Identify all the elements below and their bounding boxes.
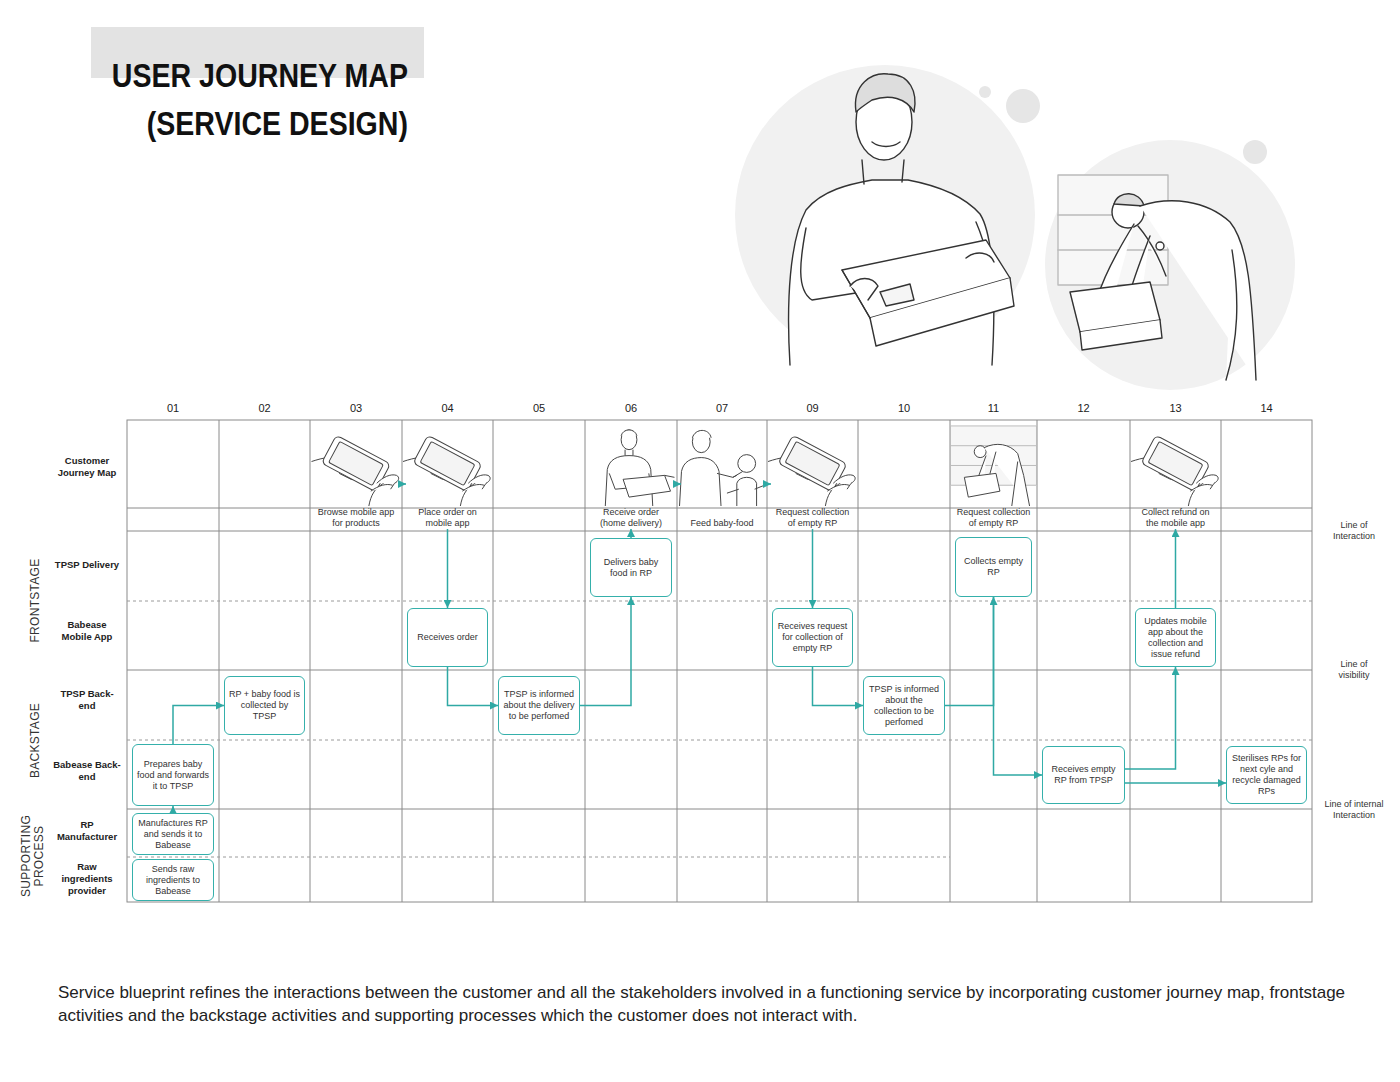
process-box: Receives empty RP from TPSP [1042, 746, 1125, 804]
column-number: 03 [336, 402, 376, 414]
flow-arrow [1125, 782, 1226, 784]
stage-label: SUPPORTING PROCESS [20, 810, 46, 902]
node-text: Collect refund on the mobile app [1135, 507, 1216, 528]
flow-arrow [1125, 667, 1176, 769]
flow-arrow [448, 667, 499, 706]
flow-arrow [994, 597, 1043, 775]
stage-label: FRONTSTAGE [29, 540, 42, 660]
column-number: 13 [1156, 402, 1196, 414]
flow-arrow [172, 806, 174, 813]
lane-label: Babease Back-end [52, 759, 122, 783]
node-text: Receive order (home delivery) [590, 507, 672, 528]
node-text: TPSP is informed about the collection to… [867, 684, 941, 728]
node-text: Receives empty RP from TPSP [1046, 764, 1121, 786]
journey-step: Receive order (home delivery) [589, 422, 673, 529]
node-text: Browse mobile app for products [315, 507, 397, 528]
line-label: Line of internal Interaction [1324, 799, 1384, 821]
journey-step: Collect refund on the mobile app [1134, 422, 1217, 529]
process-box: Delivers baby food in RP [590, 538, 672, 597]
process-box: TPSP is informed about the delivery to b… [498, 676, 580, 735]
node-text: Updates mobile app about the collection … [1139, 616, 1212, 660]
lane-label: Babease Mobile App [52, 619, 122, 643]
node-text: Manufactures RP and sends it to Babease [136, 818, 210, 851]
flow-arrow [1175, 529, 1177, 608]
stage-label: BACKSTAGE [29, 685, 42, 795]
journey-step: Browse mobile app for products [314, 422, 398, 529]
flow-arrow [447, 529, 449, 608]
column-number: 12 [1064, 402, 1104, 414]
hero-illustration [735, 65, 1295, 390]
lane-label: TPSP Back-end [52, 688, 122, 712]
process-box: Receives request for collection of empty… [772, 608, 853, 667]
flow-arrow [813, 667, 864, 706]
lane-label: RP Manufacturer [52, 819, 122, 843]
flow-arrow [763, 483, 771, 485]
node-text: RP + baby food is collected by TPSP [228, 689, 301, 722]
column-number: 01 [153, 402, 193, 414]
step-pictures [312, 426, 1219, 506]
flow-arrow [398, 483, 406, 485]
title-text: USER JOURNEY MAP (SERVICE DESIGN) [112, 57, 408, 142]
line-label: Line of visibility [1324, 659, 1384, 681]
page-caption: Service blueprint refines the interactio… [58, 981, 1358, 1027]
process-box: TPSP is informed about the collection to… [863, 676, 945, 735]
node-text: Prepares baby food and forwards it to TP… [136, 759, 210, 792]
node-text: Sends raw ingredients to Babease [136, 864, 210, 897]
journey-step: Request collection of empty RP [771, 422, 854, 529]
node-text: Feed baby-food [682, 518, 762, 529]
column-number: 04 [428, 402, 468, 414]
flow-arrow [173, 706, 224, 745]
node-text: Request collection of empty RP [772, 507, 853, 528]
node-text: Request collection of empty RP [955, 507, 1032, 528]
process-box: Collects empty RP [955, 537, 1032, 597]
column-number: 02 [245, 402, 285, 414]
flow-arrow [630, 529, 632, 538]
lane-label: Customer Journey Map [52, 455, 122, 479]
page-title: USER JOURNEY MAP (SERVICE DESIGN) [100, 52, 408, 148]
process-box: Receives order [407, 608, 488, 667]
node-text: Receives order [417, 632, 478, 643]
node-text: Sterilises RPs for next cyle and recycle… [1230, 753, 1303, 797]
lane-label: Raw ingredients provider [52, 861, 122, 897]
column-number: 14 [1247, 402, 1287, 414]
node-text: Place order on mobile app [407, 507, 488, 528]
column-number: 09 [793, 402, 833, 414]
node-text: Delivers baby food in RP [594, 557, 668, 579]
process-box: Prepares baby food and forwards it to TP… [132, 744, 214, 806]
flow-arrow [580, 597, 631, 706]
node-text: Receives request for collection of empty… [776, 621, 849, 654]
caption-text: Service blueprint refines the interactio… [58, 983, 1345, 1025]
blueprint-grid [127, 420, 1312, 902]
column-number: 11 [974, 402, 1014, 414]
flow-arrow [945, 597, 994, 706]
flow-arrow [673, 483, 681, 485]
journey-step: Request collection of empty RP [954, 422, 1033, 529]
column-number: 07 [702, 402, 742, 414]
flow-arrow [812, 529, 814, 608]
journey-step: Place order on mobile app [406, 422, 489, 529]
column-number: 05 [519, 402, 559, 414]
process-box: Manufactures RP and sends it to Babease [132, 813, 214, 855]
node-text: TPSP is informed about the delivery to b… [502, 689, 576, 722]
process-box: Sends raw ingredients to Babease [132, 859, 214, 901]
process-box: Updates mobile app about the collection … [1135, 608, 1216, 667]
line-label: Line of Interaction [1324, 520, 1384, 542]
column-number: 06 [611, 402, 651, 414]
node-text: Collects empty RP [959, 556, 1028, 578]
lane-label: TPSP Delivery [52, 559, 122, 571]
column-number: 10 [884, 402, 924, 414]
journey-step: Feed baby-food [681, 422, 763, 529]
process-box: Sterilises RPs for next cyle and recycle… [1226, 746, 1307, 804]
process-box: RP + baby food is collected by TPSP [224, 676, 305, 735]
